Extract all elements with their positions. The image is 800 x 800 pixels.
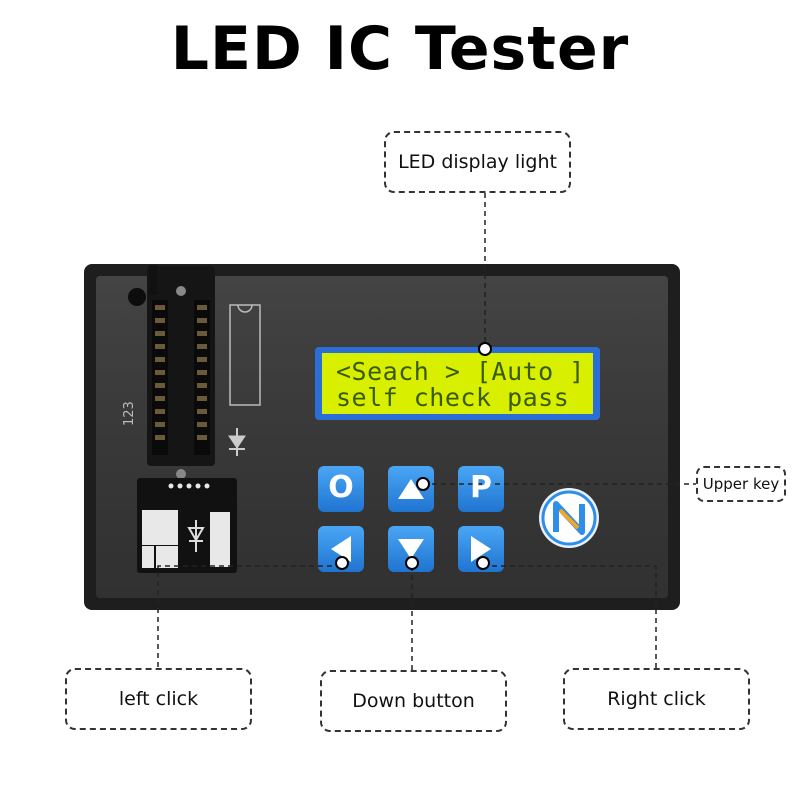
left-triangle-icon (331, 536, 351, 562)
callout-upper-key: Upper key (696, 466, 786, 502)
p-key (458, 466, 504, 512)
lcd-line-1: <Seach > [Auto ] (336, 357, 585, 386)
callout-display: LED display light (384, 131, 571, 193)
callout-right-click: Right click (563, 668, 750, 730)
brand-logo-icon (539, 488, 599, 548)
p-key-label[interactable]: P (470, 470, 492, 505)
up-triangle-icon (398, 479, 424, 499)
socket-pin-label: 123 (122, 401, 137, 426)
page-title: LED IC Tester (170, 14, 630, 84)
zif-socket (128, 265, 215, 479)
right-triangle-icon (471, 536, 491, 562)
anchor-dots (335, 342, 492, 570)
callout-down-button: Down button (320, 670, 507, 732)
diode-symbol-icon (228, 428, 246, 456)
o-key-label[interactable]: O (328, 470, 354, 505)
chip-outline-mark (229, 304, 261, 406)
lcd-line-2: self check pass (336, 383, 570, 412)
o-key (318, 466, 364, 512)
callout-left-click: left click (65, 668, 252, 730)
lcd-screen (322, 353, 593, 414)
down-triangle-icon (398, 539, 424, 559)
adapter-board (137, 478, 237, 573)
leader-lines (157, 193, 696, 670)
